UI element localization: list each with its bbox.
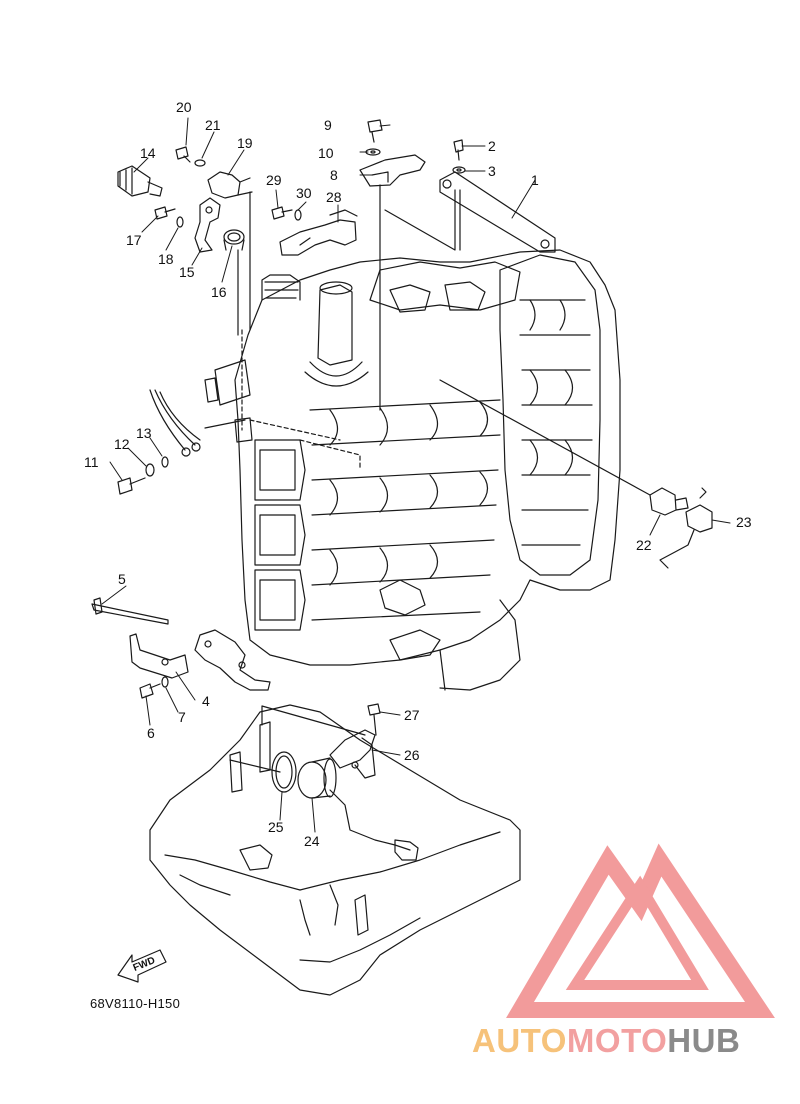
fwd-arrow-icon	[117, 949, 167, 983]
part-8-bracket	[359, 154, 426, 187]
part-7-washer	[161, 676, 169, 688]
callout-28: 28	[326, 189, 342, 205]
callout-29: 29	[266, 172, 282, 188]
bottom-cowling	[149, 704, 521, 996]
part-12-washer	[145, 463, 155, 477]
callout-26: 26	[404, 747, 420, 763]
part-21-washer	[194, 159, 206, 167]
part-22-sensor	[649, 487, 689, 516]
part-15-clamp	[194, 197, 221, 253]
part-11-bolt	[117, 477, 146, 495]
callout-8: 8	[330, 167, 338, 183]
brand-part-auto: AUTO	[472, 1022, 567, 1059]
part-19-holder	[207, 171, 253, 199]
part-23-cap	[659, 487, 713, 569]
callout-15: 15	[179, 264, 195, 280]
callout-12: 12	[114, 436, 130, 452]
callout-20: 20	[176, 99, 192, 115]
callout-18: 18	[158, 251, 174, 267]
part-17-bolt	[154, 206, 176, 220]
callout-27: 27	[404, 707, 420, 723]
callout-14: 14	[140, 145, 156, 161]
part-28-bracket	[279, 209, 358, 256]
callout-1: 1	[531, 172, 539, 188]
callout-22: 22	[636, 537, 652, 553]
part-3-washer	[452, 166, 466, 174]
callout-5: 5	[118, 571, 126, 587]
callout-10: 10	[318, 145, 334, 161]
callout-25: 25	[268, 819, 284, 835]
part-5-tie	[91, 597, 169, 625]
callout-19: 19	[237, 135, 253, 151]
callout-17: 17	[126, 232, 142, 248]
part-16-sleeve	[223, 229, 245, 251]
callout-3: 3	[488, 163, 496, 179]
brand-part-moto: MOTO	[566, 1022, 668, 1059]
part-9-bolt	[367, 119, 383, 143]
callout-16: 16	[211, 284, 227, 300]
brand-part-hub: HUB	[667, 1022, 741, 1059]
part-27-bolt	[367, 703, 381, 736]
callout-9: 9	[324, 117, 332, 133]
part-26-bracket	[329, 729, 376, 779]
callout-21: 21	[205, 117, 221, 133]
part-14-sensor	[117, 165, 163, 197]
callout-23: 23	[736, 514, 752, 530]
watermark-brand: AUTOMOTOHUB	[472, 1022, 740, 1060]
engine-block	[204, 249, 621, 691]
callout-24: 24	[304, 833, 320, 849]
part-29-bolt	[271, 206, 293, 220]
part-30-washer	[294, 209, 302, 221]
callout-2: 2	[488, 138, 496, 154]
callout-13: 13	[136, 425, 152, 441]
callout-6: 6	[147, 725, 155, 741]
part-13-washer	[161, 456, 169, 468]
callout-30: 30	[296, 185, 312, 201]
callout-4: 4	[202, 693, 210, 709]
leader-lines	[101, 117, 731, 833]
part-18-washer	[176, 216, 184, 228]
part-2-bolt	[453, 139, 464, 161]
callout-7: 7	[178, 709, 186, 725]
part-6-bolt	[139, 683, 161, 699]
callout-11: 11	[84, 454, 99, 470]
part-4-bracket	[129, 629, 271, 691]
watermark-logo-icon	[506, 843, 775, 1018]
drawing-code: 68V8110-H150	[90, 996, 181, 1011]
part-25-oring	[271, 751, 297, 793]
part-20-bolt	[175, 146, 191, 163]
